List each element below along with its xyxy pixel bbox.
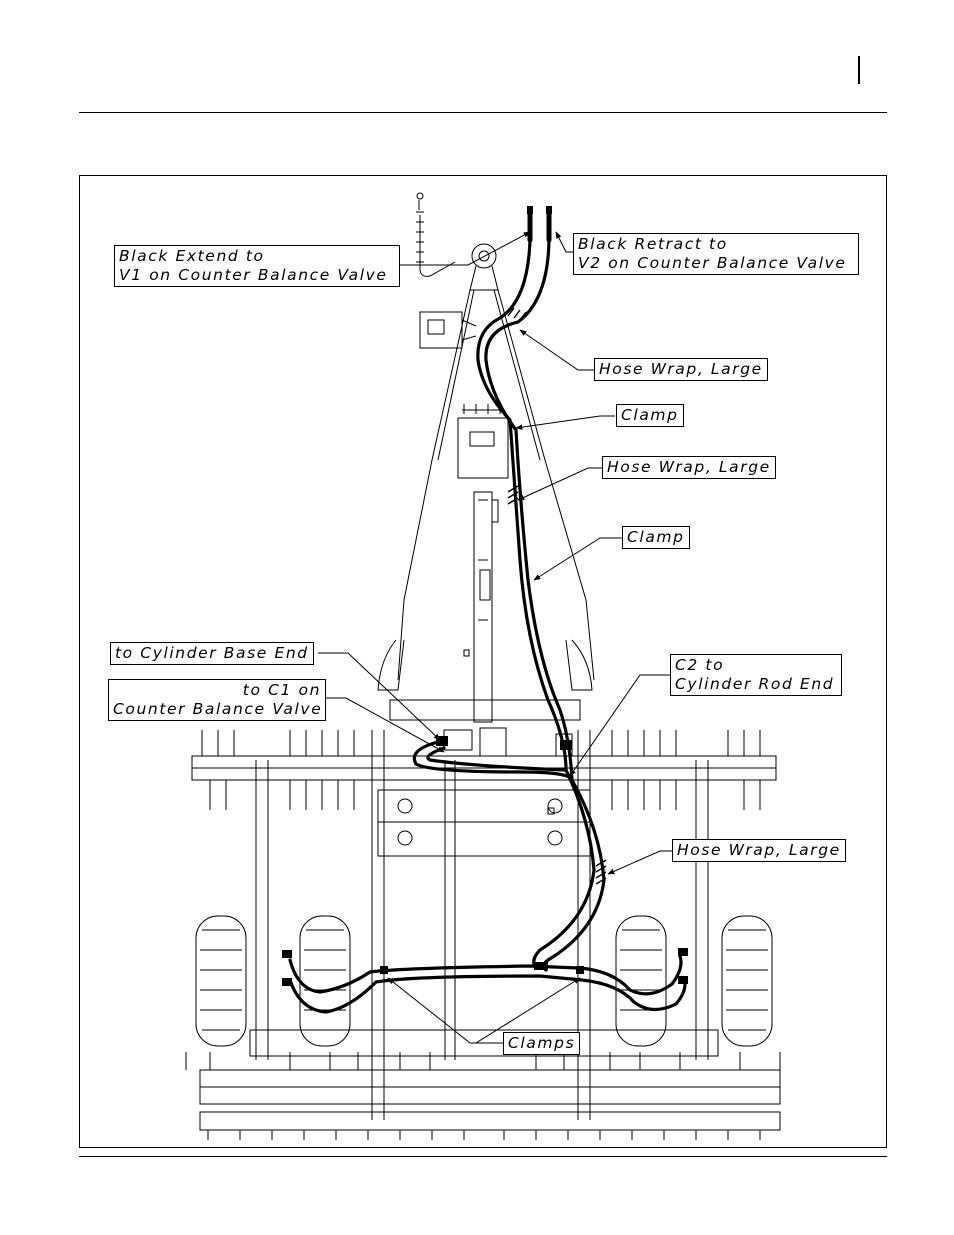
harrow-tines-rear [186, 1052, 780, 1140]
footer-rule [79, 1156, 887, 1157]
callout-hose-wrap-large-1: Hose Wrap, Large [594, 358, 768, 381]
callout-line-2: V2 on Counter Balance Valve [578, 254, 854, 273]
callout-text: Clamp [627, 528, 685, 547]
callout-line-2: Cylinder Rod End [675, 675, 837, 694]
callout-c1-counter-balance-valve: to C1 on Counter Balance Valve [108, 679, 326, 721]
callout-line-2: Counter Balance Valve [113, 700, 321, 719]
callout-hose-wrap-large-3: Hose Wrap, Large [672, 839, 846, 862]
callout-clamp-2: Clamp [622, 526, 690, 549]
callout-c2-cylinder-rod-end: C2 to Cylinder Rod End [670, 654, 842, 696]
leader-lines [318, 232, 672, 1043]
header-rule [79, 112, 887, 113]
callout-text: Hose Wrap, Large [599, 360, 763, 379]
safety-chain [416, 193, 455, 276]
callout-line-1: to C1 on [113, 681, 321, 700]
callout-cylinder-base-end: to Cylinder Base End [110, 642, 314, 665]
callout-line-2: V1 on Counter Balance Valve [119, 266, 395, 285]
callout-hose-wrap-large-2: Hose Wrap, Large [602, 456, 776, 479]
callout-text: Clamps [508, 1034, 575, 1053]
callout-line-1: C2 to [675, 656, 837, 675]
callout-text: Clamp [621, 406, 679, 425]
callout-text: Hose Wrap, Large [677, 841, 841, 860]
callout-text: to Cylinder Base End [115, 644, 309, 663]
hose-fittings [282, 206, 688, 986]
callout-line-1: Black Extend to [119, 247, 395, 266]
callout-clamps: Clamps [503, 1032, 580, 1055]
page-corner-mark [858, 56, 860, 84]
callout-black-extend-v1: Black Extend to V1 on Counter Balance Va… [114, 245, 400, 287]
callout-black-retract-v2: Black Retract to V2 on Counter Balance V… [573, 233, 859, 275]
diagram-frame: Black Extend to V1 on Counter Balance Va… [79, 175, 887, 1148]
callout-line-1: Black Retract to [578, 235, 854, 254]
callout-clamp-1: Clamp [616, 404, 684, 427]
callout-text: Hose Wrap, Large [607, 458, 771, 477]
hydraulic-hoses [290, 212, 685, 1012]
